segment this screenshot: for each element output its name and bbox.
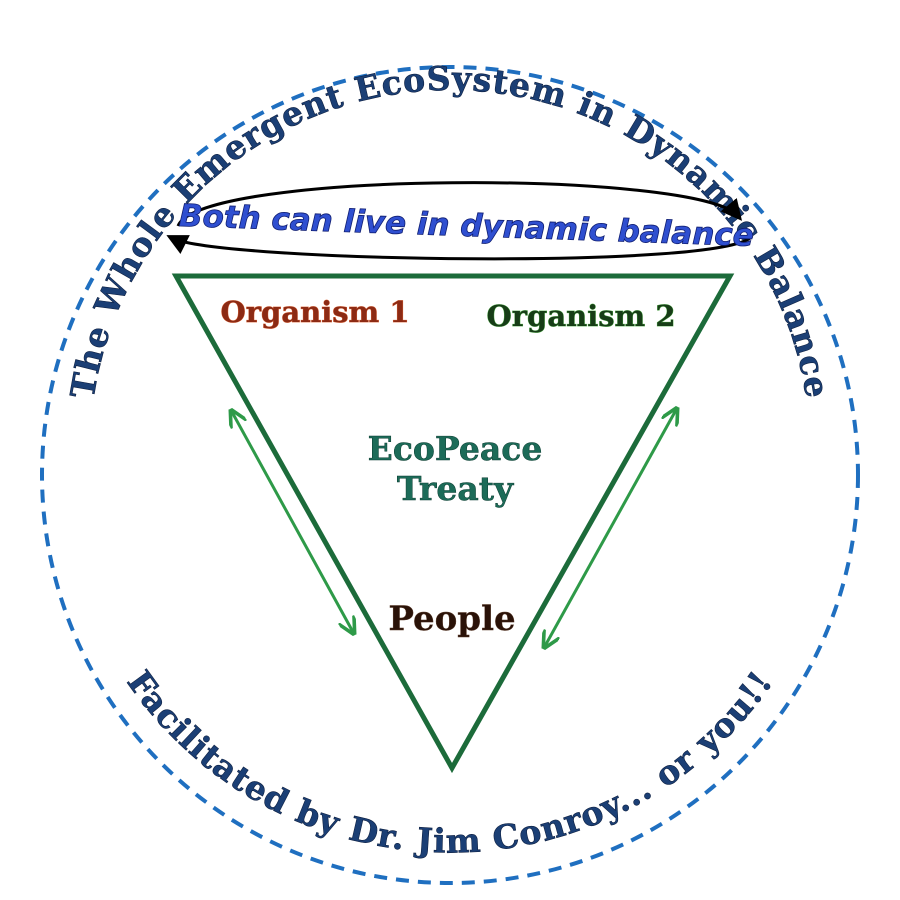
right-exchange-arrow <box>545 410 676 646</box>
left-exchange-arrow <box>232 412 353 632</box>
treaty-triangle <box>171 273 735 774</box>
balance-arrow-bottom <box>166 234 754 261</box>
organism-1-label: Organism 1 <box>221 295 410 329</box>
treaty-label: Treaty <box>397 469 514 508</box>
people-label: People <box>388 599 515 639</box>
ecosystem-circle <box>40 65 860 885</box>
organism-2-label: Organism 2 <box>487 299 676 333</box>
balance-arrow-top <box>176 181 743 227</box>
ecopeace-label: EcoPeace <box>368 429 543 468</box>
balance-banner: Both can live in dynamic balance <box>178 198 754 254</box>
